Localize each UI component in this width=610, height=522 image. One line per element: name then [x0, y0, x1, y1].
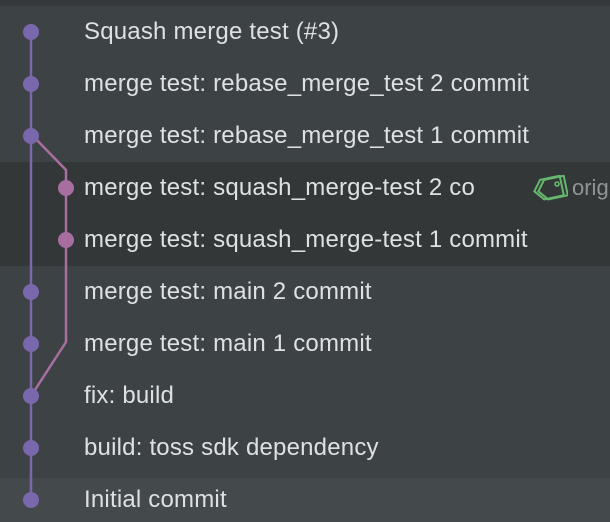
- commit-node[interactable]: [58, 180, 74, 196]
- header-strip: [0, 0, 610, 6]
- branch-highlight-band: [0, 162, 610, 266]
- commit-node[interactable]: [23, 284, 39, 300]
- commit-message: merge test: rebase_merge_test 2 commit: [84, 70, 530, 97]
- ref-tag[interactable]: orig: [530, 175, 609, 201]
- tag-icon: [533, 175, 568, 201]
- commit-node[interactable]: [23, 440, 39, 456]
- commit-node[interactable]: [58, 232, 74, 248]
- commit-message: merge test: main 2 commit: [84, 278, 372, 305]
- commit-node[interactable]: [23, 336, 39, 352]
- commit-row[interactable]: Initial commit: [0, 474, 610, 522]
- commit-row[interactable]: merge test: squash_merge-test 1 commit: [0, 214, 610, 266]
- feature-branch-line: [29, 133, 68, 397]
- commit-row[interactable]: Squash merge test (#3): [0, 6, 610, 58]
- commit-node[interactable]: [23, 492, 39, 508]
- commit-row[interactable]: merge test: main 2 commit: [0, 266, 610, 318]
- commit-node[interactable]: [23, 76, 39, 92]
- commit-row[interactable]: merge test: squash_merge-test 2 co orig: [0, 162, 610, 214]
- selected-row-background: [0, 478, 610, 522]
- commit-row[interactable]: fix: build: [0, 370, 610, 422]
- commit-message: merge test: rebase_merge_test 1 commit: [84, 122, 530, 149]
- commit-message: Initial commit: [84, 486, 227, 513]
- commit-message: Squash merge test (#3): [84, 18, 340, 45]
- commit-graph: [23, 24, 74, 508]
- commit-message: build: toss sdk dependency: [84, 434, 379, 461]
- commit-node[interactable]: [23, 24, 39, 40]
- commit-message: merge test: squash_merge-test 2 co: [84, 174, 475, 201]
- commit-row[interactable]: merge test: main 1 commit: [0, 318, 610, 370]
- commit-row[interactable]: build: toss sdk dependency: [0, 422, 610, 474]
- commit-row[interactable]: merge test: rebase_merge_test 1 commit: [0, 110, 610, 162]
- commit-message: merge test: main 1 commit: [84, 330, 372, 357]
- commit-node[interactable]: [23, 128, 39, 144]
- commit-row[interactable]: merge test: rebase_merge_test 2 commit: [0, 58, 610, 110]
- tag-label: orig: [572, 175, 609, 200]
- commit-message: fix: build: [84, 382, 175, 409]
- commit-node[interactable]: [23, 388, 39, 404]
- commit-message: merge test: squash_merge-test 1 commit: [84, 226, 528, 253]
